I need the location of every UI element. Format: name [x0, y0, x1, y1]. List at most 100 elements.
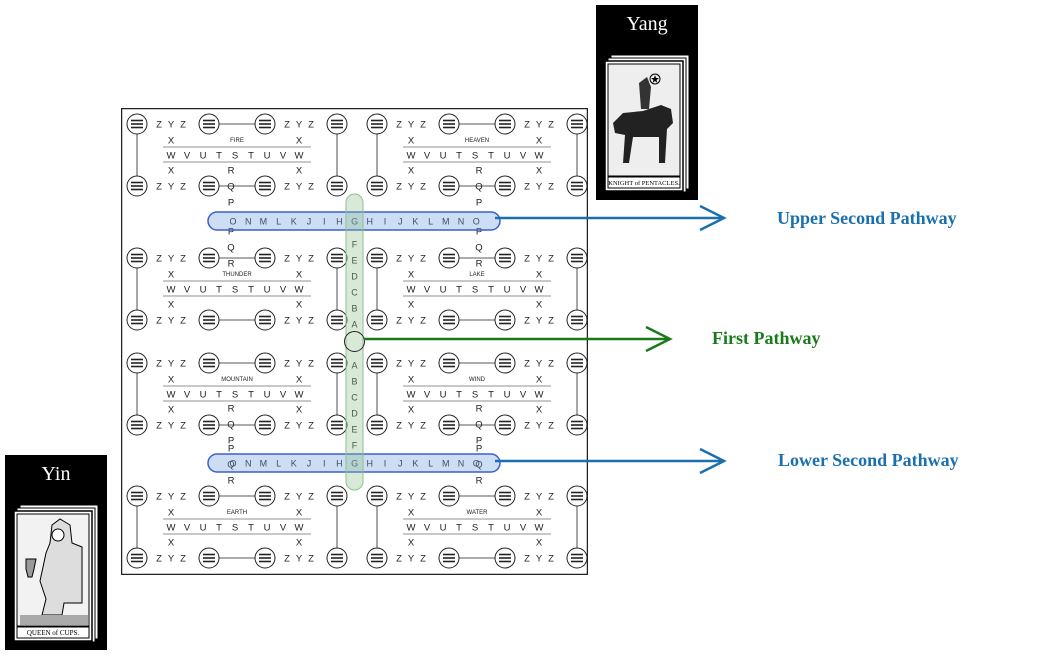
board-letter: X — [536, 136, 543, 147]
board-letter: Y — [168, 492, 175, 503]
board-letter: Z — [420, 359, 426, 370]
board-letter: V — [184, 523, 191, 534]
board-letter: Z — [284, 182, 290, 193]
board-letter: X — [536, 300, 543, 311]
board-letter: X — [168, 300, 175, 311]
board-letter: Z — [180, 421, 186, 432]
board-letter: X — [168, 405, 175, 416]
board-letter: S — [472, 285, 478, 296]
board-letter: N — [245, 217, 252, 227]
board-letter: Z — [308, 254, 314, 265]
board-letter: V — [424, 523, 431, 534]
board-letter: X — [408, 166, 415, 177]
board-letter: W — [535, 285, 544, 296]
board-letter: Z — [308, 120, 314, 131]
board-letter: E — [351, 425, 357, 435]
board-letter: V — [280, 151, 287, 162]
board-letter: X — [408, 538, 415, 549]
board-letter: Z — [308, 316, 314, 327]
board-letter: U — [504, 151, 511, 162]
board-letter: H — [367, 459, 374, 469]
board-letter: Z — [420, 254, 426, 265]
board-letter: N — [458, 217, 465, 227]
board-letter: Y — [168, 316, 175, 327]
board-letter: U — [200, 390, 207, 401]
board-letter: Z — [396, 316, 402, 327]
quadrant-label: FIRE — [230, 138, 244, 144]
board-letter: Y — [408, 421, 415, 432]
board-letter: S — [472, 390, 478, 401]
board-letter: P — [228, 227, 234, 238]
board-letter: X — [168, 538, 175, 549]
board-letter: T — [248, 523, 254, 534]
board-letter: V — [184, 285, 191, 296]
board-letter: O — [229, 217, 236, 227]
board-letter: W — [407, 151, 416, 162]
board-letter: J — [398, 459, 403, 469]
board-letter: T — [456, 523, 462, 534]
board-letter: Z — [284, 421, 290, 432]
board-letter: Y — [168, 421, 175, 432]
board-letter: Y — [408, 554, 415, 565]
board-letter: X — [536, 405, 543, 416]
board-letter: K — [291, 217, 297, 227]
board-letter: Q — [475, 420, 482, 431]
board-letter: T — [488, 151, 494, 162]
yin-card-block: Yin QUEEN of CUPS. — [5, 455, 107, 650]
board-letter: X — [536, 538, 543, 549]
board-letter: F — [352, 240, 358, 250]
board-letter: Y — [536, 316, 543, 327]
board-letter: Z — [548, 316, 554, 327]
board-letter: Z — [420, 492, 426, 503]
board-letter: I — [384, 217, 387, 227]
lower-pathway-highlight — [207, 453, 501, 473]
board-letter: R — [476, 404, 483, 415]
quadrant-label: WIND — [469, 377, 486, 383]
board-letter: H — [336, 217, 343, 227]
board-letter: Z — [284, 120, 290, 131]
board-letter: Y — [408, 182, 415, 193]
lower-second-pathway-label: Lower Second Pathway — [778, 450, 959, 470]
board-letter: Z — [284, 254, 290, 265]
board-letter: I — [384, 459, 387, 469]
board-letter: Q — [475, 182, 482, 193]
board-letter: Y — [296, 492, 303, 503]
board-letter: M — [442, 459, 450, 469]
board-letter: V — [424, 390, 431, 401]
board-letter: B — [351, 304, 357, 314]
board-letter: Z — [524, 120, 530, 131]
board-letter: X — [296, 166, 303, 177]
upper-second-pathway-label: Upper Second Pathway — [777, 208, 957, 228]
board-letter: X — [296, 375, 303, 386]
board-letter: T — [216, 151, 222, 162]
board-letter: B — [351, 377, 357, 387]
board-letter: V — [184, 390, 191, 401]
board-letter: T — [248, 285, 254, 296]
board-letter: R — [228, 476, 235, 487]
board-letter: U — [200, 151, 207, 162]
board-letter: S — [472, 151, 478, 162]
board-letter: Y — [296, 182, 303, 193]
board-letter: Z — [396, 182, 402, 193]
board-letter: R — [476, 259, 483, 270]
board-letter: Z — [180, 254, 186, 265]
board-letter: T — [216, 523, 222, 534]
board-letter: S — [472, 523, 478, 534]
board-letter: Z — [308, 421, 314, 432]
board-letter: Y — [536, 492, 543, 503]
board-letter: J — [398, 217, 403, 227]
board-letter: T — [488, 285, 494, 296]
board-letter: R — [228, 166, 235, 177]
board-letter: X — [408, 136, 415, 147]
board-letter: O — [473, 217, 480, 227]
board-letter: Z — [156, 554, 162, 565]
board-letter: S — [232, 285, 238, 296]
board-letter: K — [291, 459, 297, 469]
quadrant-label: THUNDER — [222, 272, 252, 278]
board-letter: X — [408, 405, 415, 416]
board-letter: J — [307, 217, 312, 227]
board-letter: K — [412, 459, 418, 469]
board-letter: Z — [180, 492, 186, 503]
board-letter: H — [367, 217, 374, 227]
